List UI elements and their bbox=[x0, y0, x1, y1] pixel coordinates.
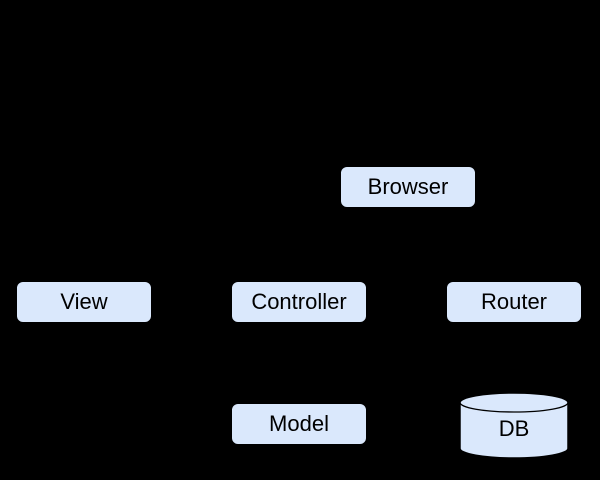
node-router[interactable]: Router bbox=[446, 281, 582, 323]
node-db[interactable]: DB bbox=[459, 392, 569, 459]
node-browser-label: Browser bbox=[367, 174, 449, 199]
node-controller[interactable]: Controller bbox=[231, 281, 367, 323]
node-view[interactable]: View bbox=[16, 281, 152, 323]
database-cylinder-icon bbox=[459, 392, 569, 459]
node-browser[interactable]: Browser bbox=[340, 166, 476, 208]
node-router-label: Router bbox=[480, 289, 548, 314]
node-controller-label: Controller bbox=[251, 289, 347, 314]
node-model[interactable]: Model bbox=[231, 403, 367, 445]
node-model-label: Model bbox=[269, 411, 329, 436]
node-view-label: View bbox=[60, 289, 108, 314]
